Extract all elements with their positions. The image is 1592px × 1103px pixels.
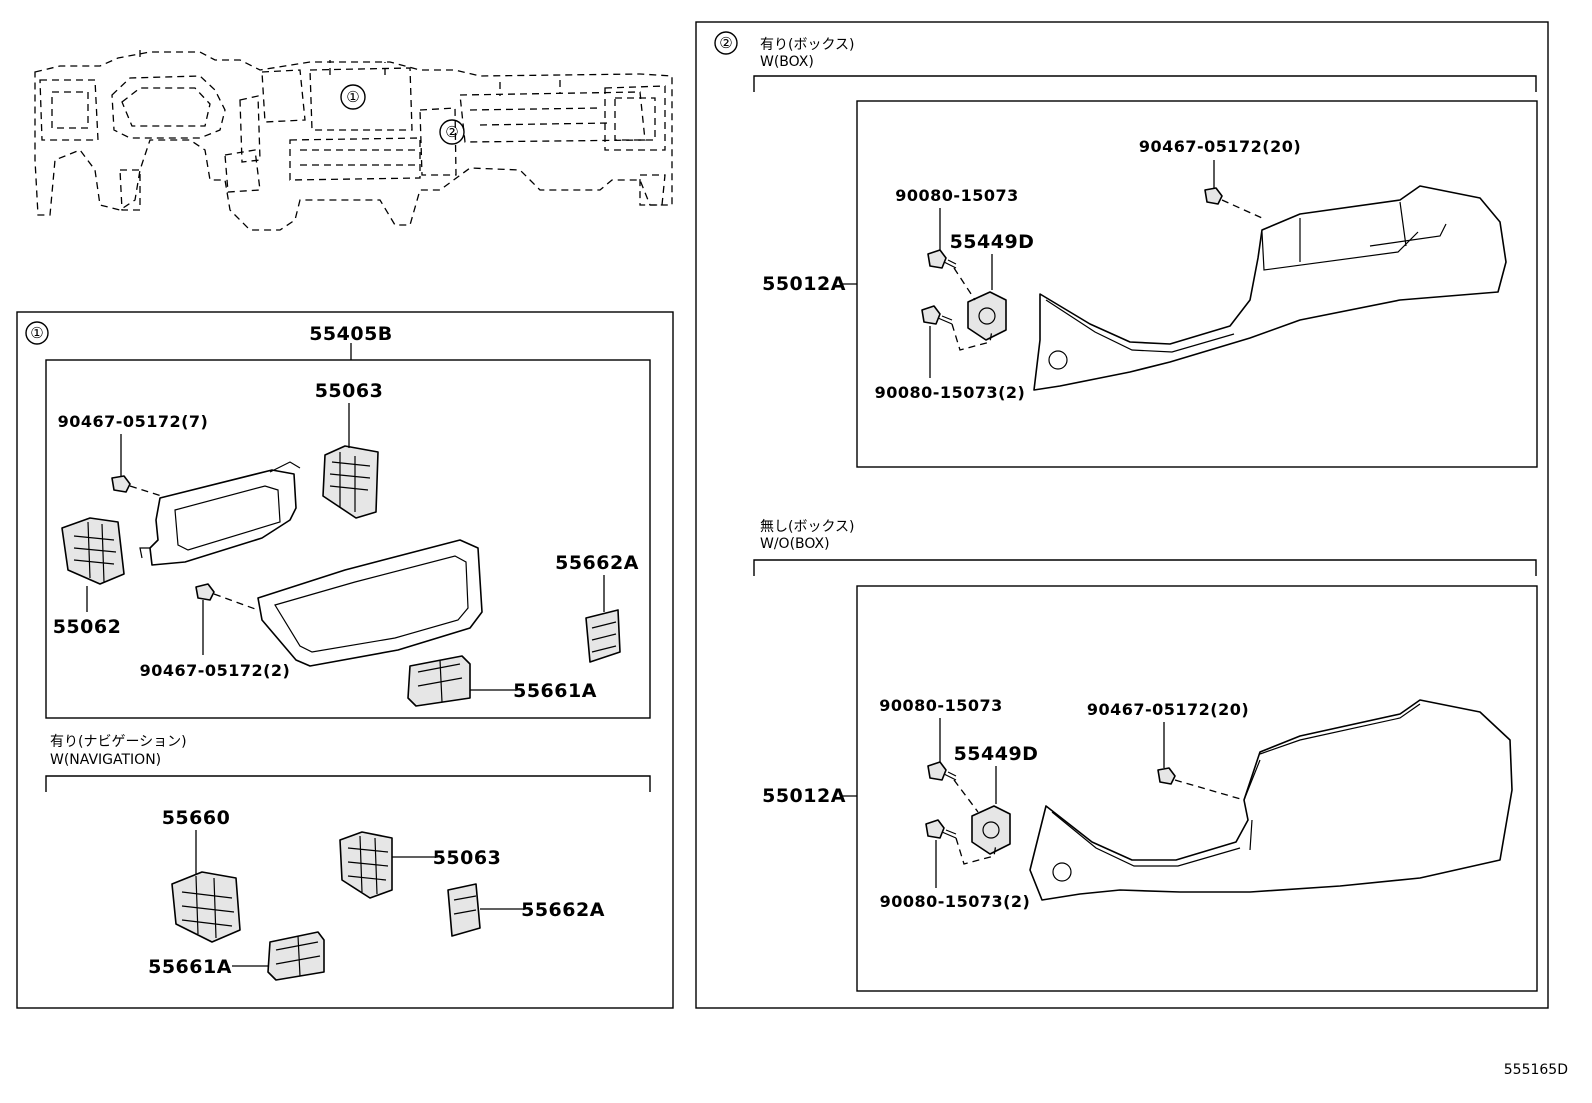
diagram-id: 555165D (1504, 1062, 1568, 1078)
box-part-55012A[interactable]: 55012A (762, 273, 846, 295)
panel-2-marker: ② (719, 34, 732, 52)
dash-panel-with-box-drawing (1033, 185, 1507, 391)
part-55662A[interactable]: 55662A (555, 552, 639, 574)
vent-55062-drawing (61, 517, 125, 585)
panel-1-marker: ① (30, 324, 43, 342)
part-90467-05172-2[interactable]: 90467-05172(2) (140, 661, 291, 680)
part-55062[interactable]: 55062 (53, 616, 122, 638)
part-55405B[interactable]: 55405B (309, 323, 393, 345)
vent-nav-55662A-drawing (447, 883, 481, 937)
assembly-55405B-box (45, 359, 651, 719)
nav-part-55063[interactable]: 55063 (433, 847, 502, 869)
variant-box-bracket (753, 75, 1537, 92)
part-55063[interactable]: 55063 (315, 380, 384, 402)
variant-box-jp: 有り(ボックス) (760, 37, 855, 53)
variant-nav-bracket (45, 775, 651, 792)
bezel-drawing (257, 539, 483, 667)
without-box-assembly (856, 585, 1538, 992)
bracket-55449D-drawing (967, 291, 1007, 341)
vent-nav-55661A-drawing (267, 931, 325, 981)
variant-nobox-en: W/O(BOX) (760, 536, 830, 552)
clip-icon (1204, 187, 1223, 205)
clip-icon (195, 583, 215, 601)
box-part-90080-15073-2[interactable]: 90080-15073(2) (875, 383, 1026, 402)
variant-box-en: W(BOX) (760, 54, 814, 70)
callout-2-circle (439, 119, 465, 145)
callout-1-circle (340, 84, 366, 110)
panel-1-frame (16, 311, 674, 1009)
nobox-part-90467-05172-20[interactable]: 90467-05172(20) (1087, 700, 1249, 719)
vent-55661A-drawing (407, 655, 471, 707)
box-part-90467-05172-20[interactable]: 90467-05172(20) (1139, 137, 1301, 156)
variant-nav-en: W(NAVIGATION) (50, 752, 161, 768)
vent-55063-drawing (322, 445, 379, 519)
vent-nav-55063-drawing (339, 831, 393, 899)
variant-nobox-bracket (753, 559, 1537, 576)
bolt-icon (927, 761, 957, 781)
nobox-part-55449D[interactable]: 55449D (954, 743, 1039, 765)
nav-part-55662A[interactable]: 55662A (521, 899, 605, 921)
instrument-panel-overview: ① ② (34, 50, 673, 231)
part-90467-05172-7[interactable]: 90467-05172(7) (58, 412, 209, 431)
panel-2: ② 有り(ボックス) W(BOX) 55012A 90467-05172(20)… (695, 21, 1549, 1009)
callout-1-label: ① (346, 88, 359, 106)
bracket-55449D-drawing (971, 805, 1011, 855)
part-55661A[interactable]: 55661A (513, 680, 597, 702)
bolt-icon (925, 819, 957, 839)
nobox-part-90080-15073-2[interactable]: 90080-15073(2) (880, 892, 1031, 911)
box-part-90080-15073[interactable]: 90080-15073 (895, 186, 1018, 205)
box-part-55449D[interactable]: 55449D (950, 231, 1035, 253)
bolt-icon (921, 305, 953, 325)
clip-icon (111, 475, 131, 493)
nobox-part-90080-15073[interactable]: 90080-15073 (879, 696, 1002, 715)
clip-icon (1157, 767, 1176, 785)
panel-2-marker-circle (714, 31, 738, 55)
bolt-icon (927, 249, 957, 269)
nav-part-55661A[interactable]: 55661A (148, 956, 232, 978)
variant-nav-jp: 有り(ナビゲーション) (50, 734, 187, 750)
nobox-part-55012A[interactable]: 55012A (762, 785, 846, 807)
callout-2-label: ② (445, 123, 458, 141)
nav-part-55660[interactable]: 55660 (162, 807, 231, 829)
panel-2-frame (695, 21, 1549, 1009)
panel-1-marker-circle (25, 321, 49, 345)
bracket-drawing (139, 461, 301, 566)
panel-1: ① 55405B 55063 90467-05172(7) 55062 (16, 311, 674, 1009)
vent-55660-drawing (171, 871, 241, 943)
variant-nobox-jp: 無し(ボックス) (760, 519, 855, 535)
dash-panel-without-box-drawing (1029, 699, 1513, 901)
vent-55662A-drawing (585, 609, 621, 663)
